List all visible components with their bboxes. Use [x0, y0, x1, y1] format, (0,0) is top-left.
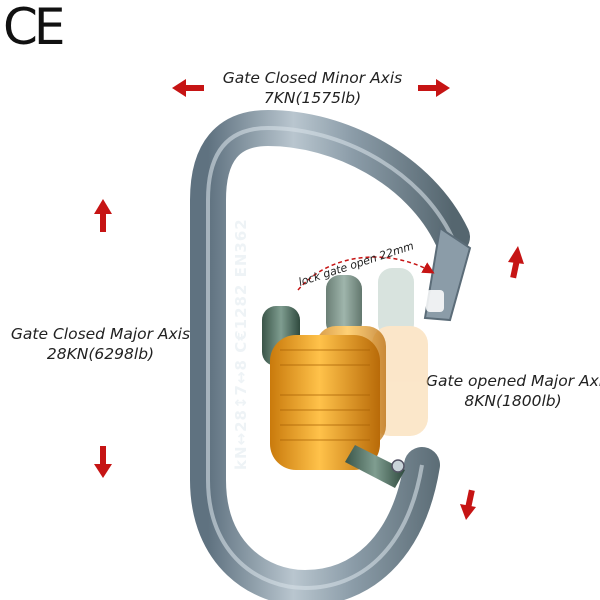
minor-axis-title: Gate Closed Minor Axis — [222, 69, 403, 87]
major-axis-closed-label: Gate Closed Major Axis 28KN(6298lb) — [8, 324, 193, 364]
carabiner-body — [190, 109, 472, 600]
arrow-major-open-up — [508, 246, 524, 279]
major-axis-open-label: Gate opened Major Axis 8KN(1800lb) — [426, 371, 600, 411]
arrow-minor-left — [172, 79, 204, 97]
minor-axis-label: Gate Closed Minor Axis 7KN(1575lb) — [205, 68, 420, 108]
arrow-major-open-down — [460, 489, 476, 520]
minor-axis-value: 7KN(1575lb) — [263, 89, 362, 107]
engraving-text: kN↔28↕7↔8 C€1282 EN362 — [232, 218, 250, 470]
major-axis-open-value: 8KN(1800lb) — [464, 392, 562, 410]
major-axis-open-title: Gate opened Major Axis — [426, 372, 600, 390]
gate-closed — [262, 306, 405, 488]
major-axis-closed-value: 28KN(6298lb) — [46, 345, 155, 363]
arrow-minor-right — [418, 79, 450, 97]
ce-mark-logo: CE — [3, 0, 65, 56]
arrow-major-closed-down — [94, 446, 112, 478]
arrow-major-closed-up — [94, 199, 112, 232]
gate-open-arc — [297, 256, 435, 291]
major-axis-closed-title: Gate Closed Major Axis — [10, 325, 191, 343]
